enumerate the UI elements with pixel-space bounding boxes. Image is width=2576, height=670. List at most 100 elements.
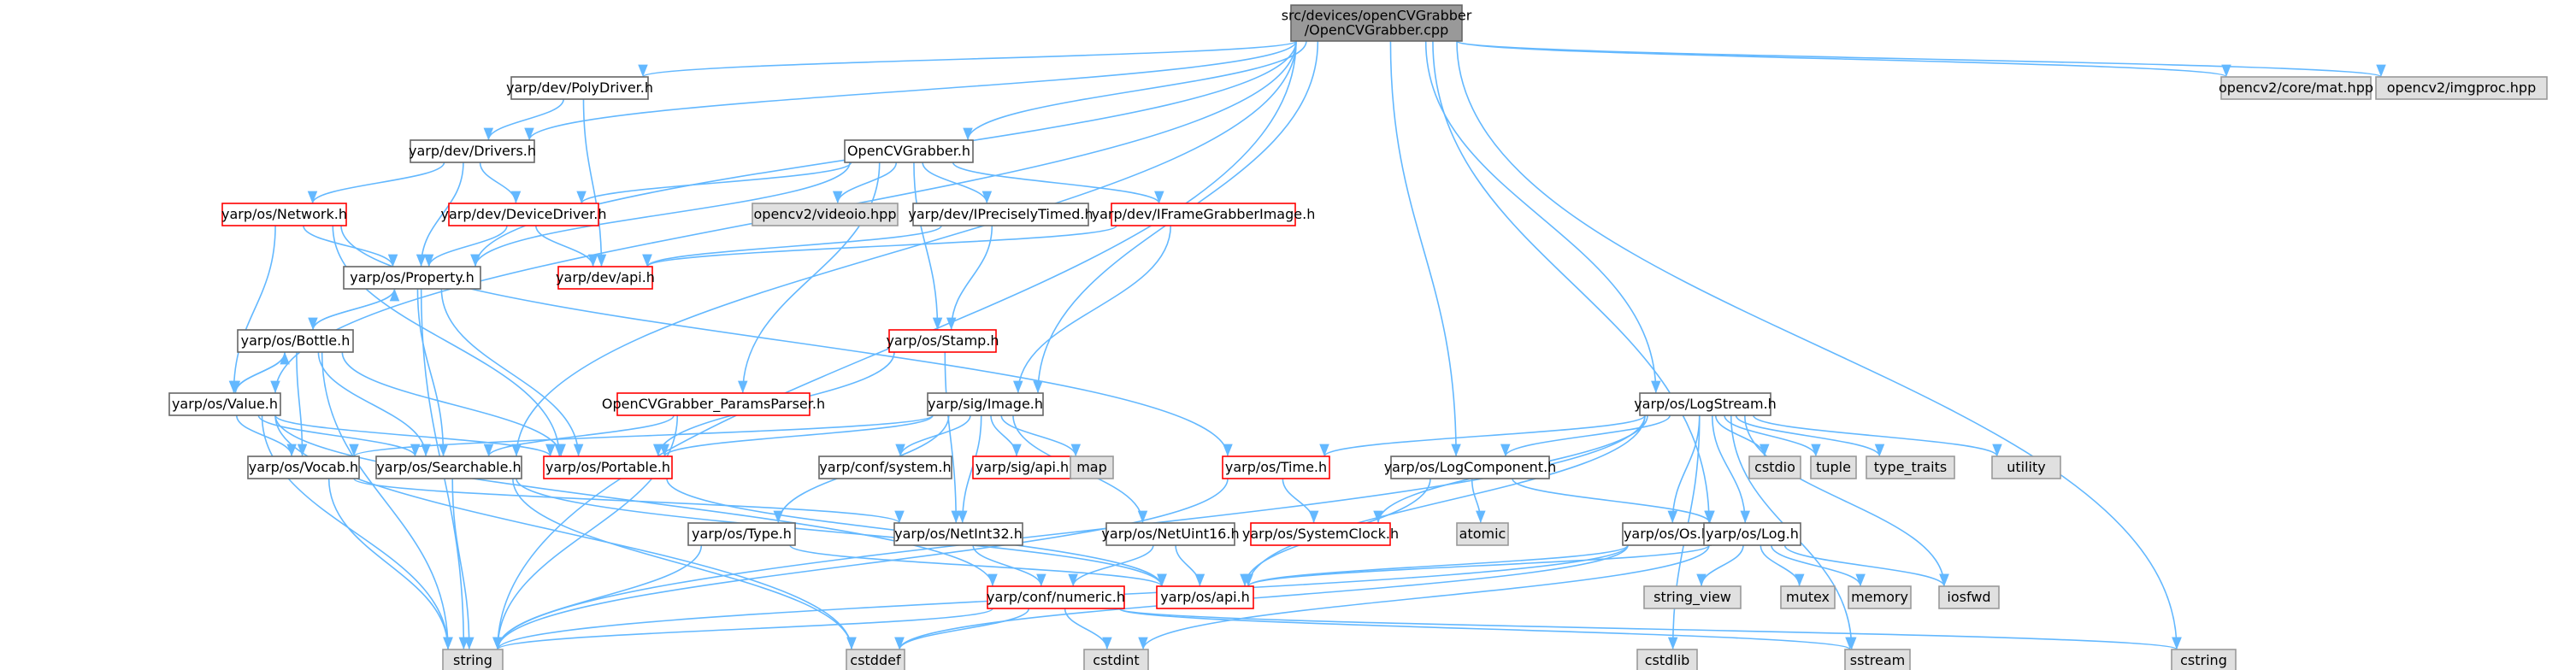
node-label-confsystem: yarp/conf/system.h bbox=[819, 459, 951, 475]
node-paramsparser[interactable]: OpenCVGrabber_ParamsParser.h bbox=[602, 392, 825, 416]
edge-log-to-iosfwd bbox=[1783, 544, 1949, 587]
node-portable[interactable]: yarp/os/Portable.h bbox=[543, 455, 673, 479]
node-box-cstdlib bbox=[1636, 649, 1698, 670]
edge-logstream-to-time bbox=[1319, 414, 1646, 457]
node-cstdlib: cstdlib bbox=[1636, 649, 1698, 670]
node-box-searchable bbox=[375, 455, 522, 479]
node-drivers[interactable]: yarp/dev/Drivers.h bbox=[409, 139, 536, 163]
node-netint32[interactable]: yarp/os/NetInt32.h bbox=[893, 522, 1023, 546]
node-stamp[interactable]: yarp/os/Stamp.h bbox=[886, 329, 999, 353]
node-opencvgrabber[interactable]: OpenCVGrabber.h bbox=[844, 139, 974, 163]
node-label-devapi: yarp/dev/api.h bbox=[556, 269, 655, 285]
node-memory: memory bbox=[1848, 585, 1912, 609]
node-systemclock[interactable]: yarp/os/SystemClock.h bbox=[1242, 522, 1399, 546]
node-log[interactable]: yarp/os/Log.h bbox=[1703, 522, 1801, 546]
node-numeric[interactable]: yarp/conf/numeric.h bbox=[987, 585, 1125, 609]
node-box-property bbox=[343, 266, 481, 290]
node-label-logcomponent: yarp/os/LogComponent.h bbox=[1384, 459, 1557, 475]
node-label-tuple: tuple bbox=[1816, 459, 1851, 475]
node-label-paramsparser: OpenCVGrabber_ParamsParser.h bbox=[602, 396, 825, 413]
node-box-devicedriver bbox=[448, 203, 599, 226]
node-logcomponent[interactable]: yarp/os/LogComponent.h bbox=[1384, 455, 1557, 479]
edge-logstream-to-os bbox=[1667, 414, 1701, 524]
node-box-log bbox=[1703, 522, 1801, 546]
node-box-tuple bbox=[1810, 455, 1857, 479]
node-iframe[interactable]: yarp/dev/IFrameGrabberImage.h bbox=[1092, 203, 1316, 226]
node-box-coremat bbox=[2220, 76, 2372, 100]
edge-devicedriver-to-devapi bbox=[535, 225, 598, 267]
node-osapi[interactable]: yarp/os/api.h bbox=[1156, 585, 1254, 609]
node-devicedriver[interactable]: yarp/dev/DeviceDriver.h bbox=[441, 203, 607, 226]
edge-log-to-cstdint bbox=[1138, 544, 1710, 650]
node-box-memory bbox=[1848, 585, 1912, 609]
edge-value-to-string bbox=[261, 414, 453, 650]
node-logstream[interactable]: yarp/os/LogStream.h bbox=[1634, 392, 1777, 416]
node-label-type: yarp/os/Type.h bbox=[692, 526, 792, 542]
edge-log-to-stringview bbox=[1696, 544, 1744, 587]
node-type[interactable]: yarp/os/Type.h bbox=[687, 522, 796, 546]
node-label-string: string bbox=[453, 652, 492, 668]
node-root[interactable]: src/devices/openCVGrabber/OpenCVGrabber.… bbox=[1282, 4, 1472, 42]
edge-logstream-to-iosfwd bbox=[1743, 414, 1949, 587]
node-value[interactable]: yarp/os/Value.h bbox=[168, 392, 281, 416]
node-vocab[interactable]: yarp/os/Vocab.h bbox=[247, 455, 360, 479]
node-box-time bbox=[1222, 455, 1330, 479]
edge-value-to-searchable bbox=[257, 414, 421, 457]
node-cstdio: cstdio bbox=[1748, 455, 1801, 479]
edge-vocab-to-netint32 bbox=[353, 478, 905, 524]
edge-property-to-searchable bbox=[416, 288, 449, 457]
edge-polydriver-to-drivers bbox=[483, 98, 564, 141]
edge-network-to-value bbox=[228, 225, 276, 394]
edge-image-to-portable bbox=[659, 414, 934, 457]
node-polydriver[interactable]: yarp/dev/PolyDriver.h bbox=[506, 76, 653, 100]
node-utility: utility bbox=[1991, 455, 2061, 479]
edge-drivers-to-property bbox=[416, 162, 464, 267]
edge-image-to-netint32 bbox=[957, 414, 982, 524]
edge-numeric-to-cstdint bbox=[1064, 608, 1112, 650]
node-layer: src/devices/openCVGrabber/OpenCVGrabber.… bbox=[168, 4, 2548, 670]
node-label-netuint16: yarp/os/NetUint16.h bbox=[1101, 526, 1239, 542]
node-label-os: yarp/os/Os.h bbox=[1624, 526, 1710, 542]
edge-opencvgrabber-to-iframe bbox=[952, 162, 1164, 204]
edge-logstream-to-logcomponent bbox=[1500, 414, 1671, 457]
node-os[interactable]: yarp/os/Os.h bbox=[1622, 522, 1712, 546]
node-label-atomic: atomic bbox=[1459, 526, 1506, 542]
node-box-type bbox=[687, 522, 796, 546]
node-bottle[interactable]: yarp/os/Bottle.h bbox=[237, 329, 354, 353]
node-box-stamp bbox=[888, 329, 997, 353]
node-label-mutex: mutex bbox=[1786, 589, 1830, 605]
node-sigapi[interactable]: yarp/sig/api.h bbox=[972, 455, 1072, 479]
edge-logcomponent-to-atomic bbox=[1471, 478, 1486, 524]
node-box-confsystem bbox=[818, 455, 952, 479]
node-devapi[interactable]: yarp/dev/api.h bbox=[556, 266, 655, 290]
node-netuint16[interactable]: yarp/os/NetUint16.h bbox=[1101, 522, 1240, 546]
node-confsystem[interactable]: yarp/conf/system.h bbox=[818, 455, 952, 479]
node-image[interactable]: yarp/sig/Image.h bbox=[927, 392, 1044, 416]
node-box-bottle bbox=[237, 329, 354, 353]
node-iprecisely[interactable]: yarp/dev/IPreciselyTimed.h bbox=[908, 203, 1093, 226]
edge-os-to-cstddef bbox=[894, 544, 1629, 650]
node-imgproc: opencv2/imgproc.hpp bbox=[2375, 76, 2548, 100]
node-box-network bbox=[221, 203, 347, 226]
node-stringview: string_view bbox=[1643, 585, 1742, 609]
node-label-coremat: opencv2/core/mat.hpp bbox=[2219, 79, 2373, 96]
edge-numeric-to-cstring bbox=[1118, 608, 2181, 650]
node-box-cstring bbox=[2171, 649, 2237, 670]
edge-log-to-memory bbox=[1771, 544, 1866, 587]
node-time[interactable]: yarp/os/Time.h bbox=[1222, 455, 1330, 479]
node-box-opencvgrabber bbox=[844, 139, 974, 163]
node-label-typetraits: type_traits bbox=[1874, 459, 1947, 476]
node-box-vocab bbox=[247, 455, 360, 479]
node-network[interactable]: yarp/os/Network.h bbox=[221, 203, 347, 226]
edge-opencvgrabber-to-videoio bbox=[832, 162, 898, 204]
edge-image-to-vocab bbox=[349, 414, 934, 457]
node-videoio: opencv2/videoio.hpp bbox=[752, 203, 899, 226]
node-property[interactable]: yarp/os/Property.h bbox=[343, 266, 481, 290]
node-label-sstream: sstream bbox=[1850, 652, 1905, 668]
node-searchable[interactable]: yarp/os/Searchable.h bbox=[375, 455, 522, 479]
edge-network-to-time bbox=[340, 225, 1233, 457]
edge-value-to-portable bbox=[274, 414, 556, 457]
node-label-cstddef: cstddef bbox=[850, 652, 901, 668]
node-box-iframe bbox=[1111, 203, 1296, 226]
